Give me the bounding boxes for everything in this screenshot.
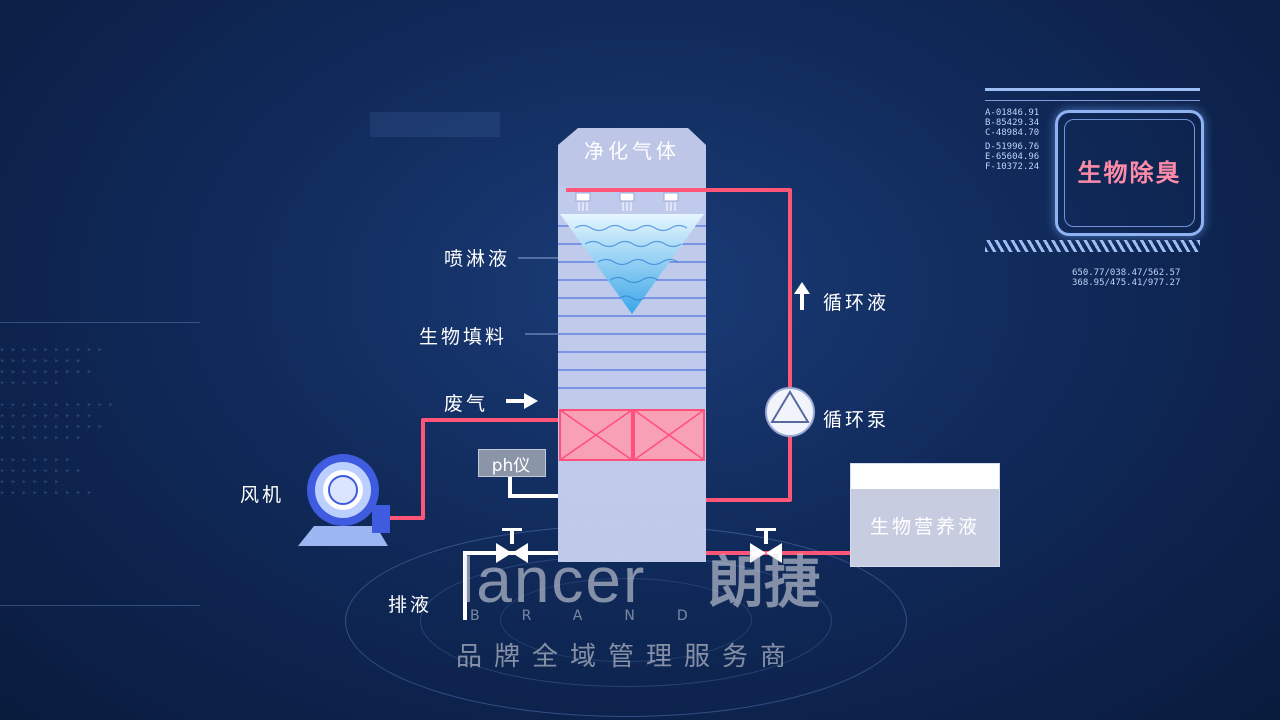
ph-meter-box [478,449,546,477]
background-line-left-bottom [0,605,200,606]
tower [558,128,706,562]
circulation-pump-label: 循环泵 [823,409,890,431]
drain-valve-icon [496,528,528,563]
nutrient-label: 生物营养液 [869,516,980,538]
spray-water-triangle [560,214,704,314]
background-panel-top [370,112,500,137]
nutrient-tank-body [851,489,999,566]
ph-meter-label: ph仪 [491,456,531,476]
watermark-brand-letters: BRAND [470,608,730,624]
hud-title-inner-frame [1064,119,1195,227]
spray-liquid-label: 喷淋液 [444,248,511,270]
hud-bar-top-thin [985,100,1200,101]
tower-top-label: 净化气体 [584,139,680,163]
base-ring-inner [500,578,752,662]
hud-striped-bar [985,240,1200,252]
circulation-liquid-label: 循环液 [823,292,890,314]
nutrient-valve-icon [750,528,782,563]
circulation-pump-icon [765,387,815,437]
watermark-brand-cn: 朗捷 [708,551,820,616]
up-arrow-icon [794,282,810,310]
fan-icon [298,454,390,546]
hud-bar-top [985,88,1200,91]
bio-filler-label: 生物填料 [419,326,508,348]
bio-filler-block [559,409,705,461]
ph-pipe [508,472,558,498]
spray-nozzles [575,192,679,202]
nutrient-tank: 生物营养液 [850,463,1000,567]
waste-gas-arrow-icon [506,393,538,409]
watermark-brand-en: lancer [460,544,647,616]
drain-label: 排液 [388,594,433,616]
fan-label: 风机 [240,484,285,506]
background-line-left [0,322,200,323]
waste-gas-pipe [390,418,558,520]
circulation-pipe [566,188,792,502]
hud-title: 生物除臭 [1077,158,1182,187]
background-code-left: ▸ ▸ ▸ ▸ ▸ ▸ ▸ ▸ ▸ ▸▸ ▸ ▸ ▸ ▸ ▸ ▸ ▸▸ ▸ ▸ … [0,345,114,498]
watermark-tagline: 品牌全域管理服务商 [456,642,799,672]
hud-title-frame [1055,110,1204,236]
waste-gas-label: 废气 [444,393,489,415]
